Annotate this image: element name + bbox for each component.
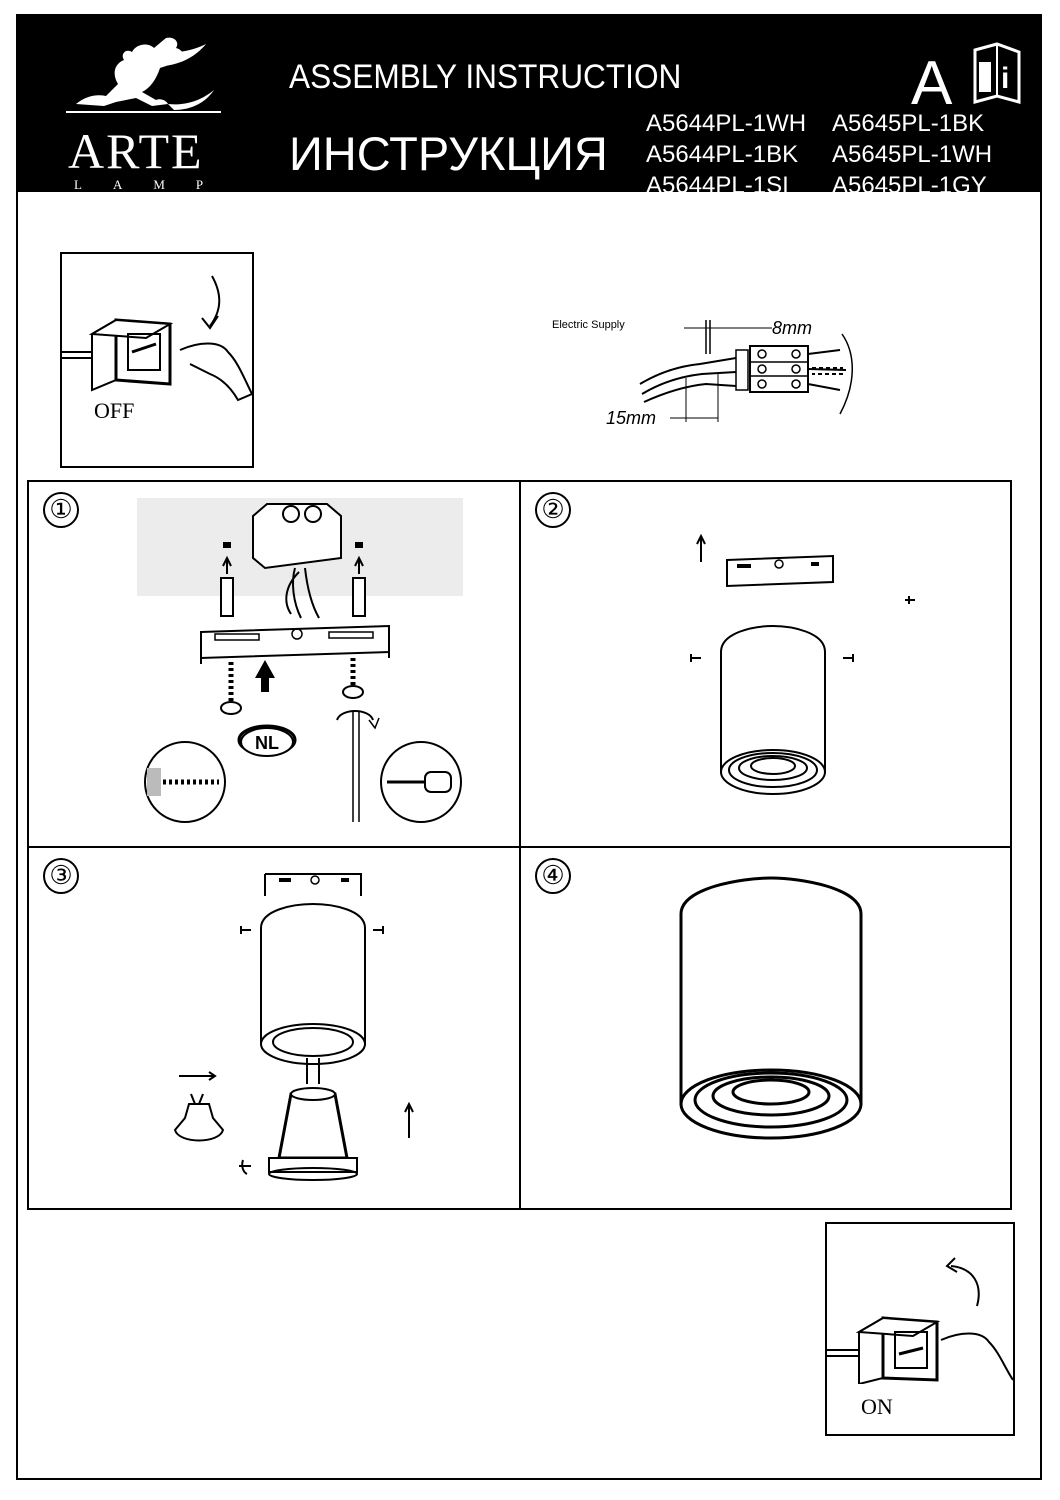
steps-grid: ① <box>27 480 1012 1210</box>
model-code: A5645PL-1WH <box>832 141 993 168</box>
nl-polarity-badge: NL <box>240 727 294 757</box>
section-letter: A <box>911 49 953 118</box>
brand-name: ARTE <box>68 123 204 179</box>
step-4: ④ <box>521 848 1010 1208</box>
title-russian: ИНСТРУКЦИЯ <box>289 127 608 180</box>
power-switch-icon <box>62 275 252 402</box>
power-switch-icon <box>827 1257 1013 1384</box>
brand-subtitle: LAMP <box>74 177 235 192</box>
model-row: A5644PL-1WH A5645PL-1BK <box>646 108 992 139</box>
step-4-illustration <box>679 876 863 1140</box>
title-english: ASSEMBLY INSTRUCTION <box>289 58 682 96</box>
switch-on-panel: ON <box>825 1222 1015 1436</box>
switch-on-label: ON <box>861 1394 893 1419</box>
model-code: A5645PL-1BK <box>832 110 985 137</box>
strip-length-label: 8mm <box>772 318 812 338</box>
manual-info-glyph: i <box>1001 62 1009 95</box>
header-bar: ARTE LAMP ASSEMBLY INSTRUCTION ИНСТРУКЦИ… <box>16 14 1042 199</box>
step-2: ② <box>521 482 1010 846</box>
step-1: ① <box>29 482 519 846</box>
model-code: A5644PL-1BK <box>646 141 799 168</box>
step-1-illustration <box>137 498 463 823</box>
polarity-label: NL <box>255 733 279 753</box>
model-row: A5644PL-1BK A5645PL-1WH <box>646 139 992 170</box>
electric-supply-label: Electric Supply <box>552 319 625 331</box>
step-number: ④ <box>535 858 571 894</box>
manual-info-icon: i <box>973 42 1021 104</box>
step-3: ③ <box>29 848 519 1208</box>
switch-off-panel: OFF <box>60 252 254 468</box>
model-list: A5644PL-1WH A5645PL-1BK A5644PL-1BK A564… <box>646 108 992 201</box>
sheath-length-label: 15mm <box>606 408 656 428</box>
step-number: ③ <box>43 858 79 894</box>
switch-off-label: OFF <box>94 398 135 423</box>
step-2-illustration <box>690 533 915 795</box>
model-code: A5644PL-1SI <box>646 172 789 199</box>
step-3-illustration <box>173 873 414 1181</box>
model-row: A5644PL-1SI A5645PL-1GY <box>646 170 992 201</box>
step-number: ① <box>43 492 79 528</box>
griffin-logo-icon <box>66 37 221 113</box>
model-code: A5645PL-1GY <box>832 172 987 199</box>
step-number: ② <box>535 492 571 528</box>
wiring-diagram: Electric Supply 8mm 15mm <box>552 318 853 428</box>
model-code: A5644PL-1WH <box>646 110 807 137</box>
